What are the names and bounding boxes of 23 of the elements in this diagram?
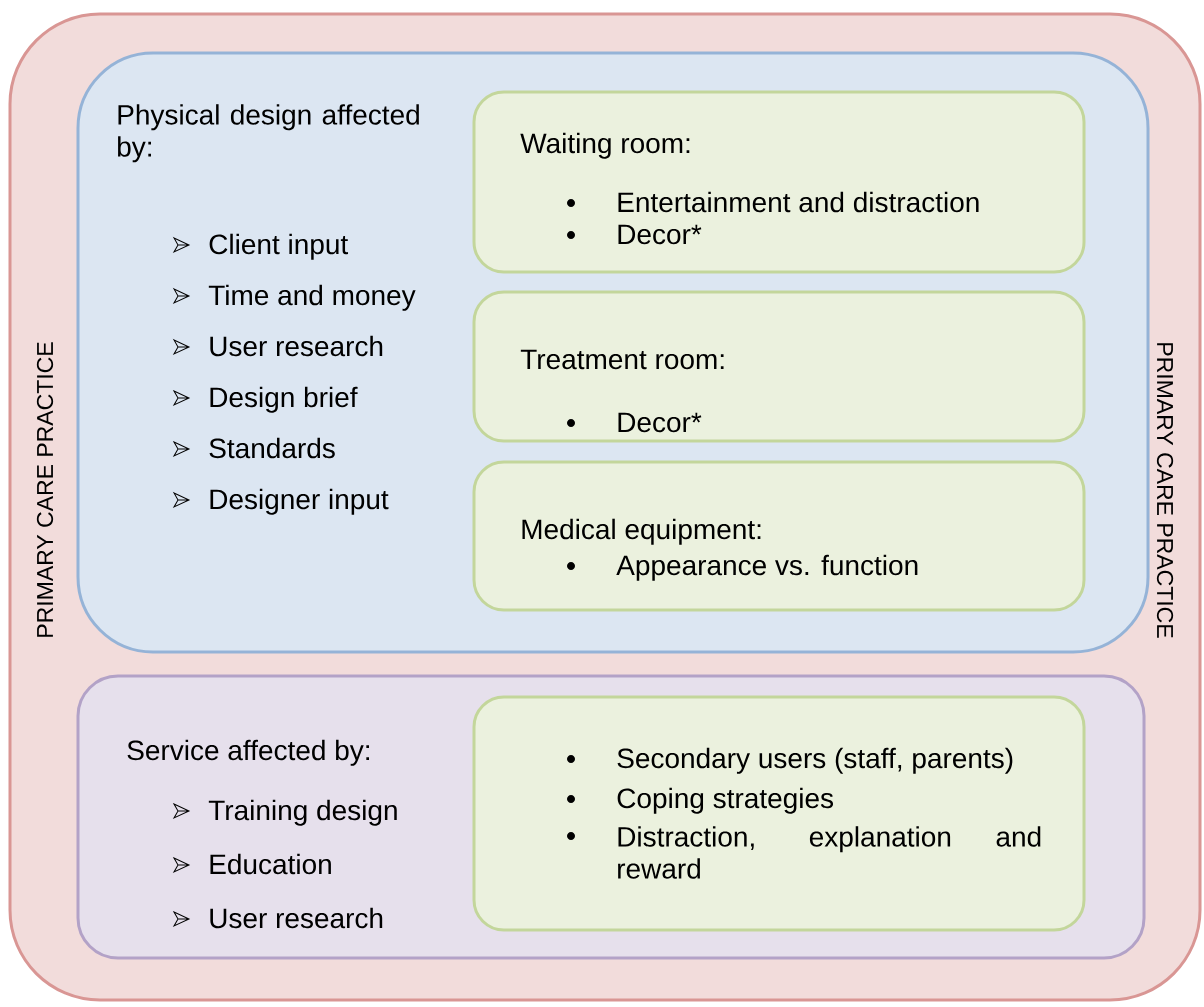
list-item: Secondary users (staff, parents) [617, 747, 1013, 774]
list-item: Client input [209, 233, 348, 260]
list-item: Decor* [618, 412, 702, 433]
list-item: Designer input [210, 488, 389, 515]
heading: Treatment room: [520, 349, 724, 370]
list-item: Coping strategies [617, 787, 834, 814]
list-item: User research [210, 907, 383, 929]
heading: Medical equipment: [522, 518, 761, 545]
heading: Service affected by: [127, 739, 369, 766]
list-item: Decor* [618, 224, 702, 245]
heading: Physical design affected by: [118, 104, 419, 163]
list-item: Entertainment and distraction [618, 191, 979, 213]
list-item: Education [210, 853, 331, 875]
list-item: Time and money [208, 284, 416, 311]
side-label: PRIMARY CARE PRACTICE [36, 342, 54, 637]
list-item: Distraction, explanation and reward [618, 826, 1041, 879]
side-label: PRIMARY CARE PRACTICE [1156, 343, 1174, 638]
list-item: Design brief [210, 386, 358, 413]
heading: Waiting room: [520, 132, 690, 159]
list-item: User research [210, 335, 383, 357]
list-item: Appearance vs. function [616, 554, 918, 581]
list-item: Standards [209, 437, 335, 459]
list-item: Training design [208, 799, 397, 826]
